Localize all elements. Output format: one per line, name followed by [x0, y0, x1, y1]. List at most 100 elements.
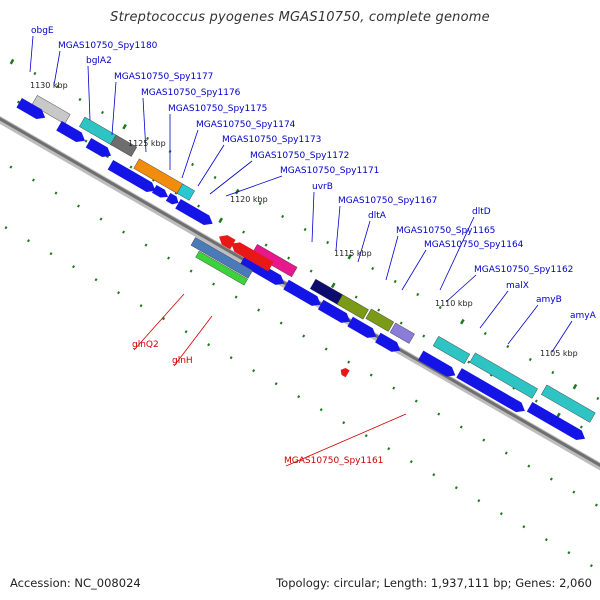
gene-arrow — [456, 368, 525, 413]
tick-mark — [437, 412, 441, 416]
tick-label: 1130 kbp — [30, 81, 68, 90]
tick-mark — [49, 252, 53, 256]
tick-mark — [242, 230, 246, 234]
tick-mark — [197, 204, 201, 208]
label-leader-line — [385, 235, 399, 281]
gene-label: malX — [506, 281, 529, 291]
label-leader-line — [401, 249, 427, 291]
gene-arrow — [85, 138, 111, 158]
gene-label: MGAS10750_Spy1164 — [424, 240, 524, 250]
map-title: Streptococcus pyogenes MGAS10750, comple… — [110, 10, 490, 25]
gene-label: MGAS10750_Spy1174 — [196, 120, 296, 130]
tick-mark — [414, 399, 418, 403]
gene-label: glnQ2 — [132, 340, 159, 350]
tick-mark — [26, 239, 30, 243]
tick-mark — [144, 243, 148, 247]
gene-label: glnH — [172, 356, 193, 366]
gene-label: MGAS10750_Spy1162 — [474, 265, 573, 275]
tick-mark — [54, 191, 58, 195]
tick-mark — [506, 344, 510, 349]
gene-arrow — [151, 184, 169, 198]
tick-mark — [347, 253, 353, 260]
tick-mark — [229, 356, 233, 360]
tick-mark — [392, 386, 396, 390]
label-leader-line — [173, 315, 213, 367]
tick-mark — [33, 71, 37, 76]
accession-text: Accession: NC_008024 — [10, 576, 141, 590]
gene-arrow — [56, 121, 85, 143]
gene-arrow — [16, 98, 46, 120]
tick-mark — [258, 201, 262, 206]
tick-mark — [527, 464, 531, 468]
tick-mark — [342, 421, 346, 425]
gene-arrow — [107, 159, 156, 192]
tick-mark — [460, 318, 465, 325]
gene-label: amyA — [570, 311, 597, 321]
gene-features — [16, 95, 596, 440]
tick-mark — [438, 305, 442, 310]
tick-mark — [99, 217, 103, 221]
tick-mark — [454, 486, 458, 490]
tick-mark — [567, 551, 571, 555]
tick-mark — [84, 139, 88, 143]
gene-arrow — [231, 242, 274, 272]
tick-mark — [9, 165, 13, 169]
tick-mark — [252, 369, 256, 373]
gene-labels: obgEMGAS10750_Spy1180bglA2MGAS10750_Spy1… — [29, 26, 597, 467]
label-leader-line — [87, 65, 91, 121]
gene-arrow — [417, 350, 456, 377]
topology-text: Topology: circular; Length: 1,937,111 bp… — [276, 576, 592, 590]
label-leader-line — [311, 191, 315, 243]
tick-mark — [257, 308, 261, 312]
gene-box — [336, 294, 369, 320]
label-leader-line — [225, 175, 283, 197]
tick-mark — [528, 357, 532, 362]
label-leader-line — [53, 50, 61, 86]
label-leader-line — [133, 293, 185, 351]
tick-mark — [371, 266, 375, 271]
tick-mark — [387, 447, 391, 451]
gene-box — [541, 384, 596, 423]
label-leader-line — [551, 320, 573, 353]
gene-box — [31, 95, 71, 125]
tick-mark — [129, 165, 133, 169]
tick-mark — [287, 256, 291, 260]
gene-arrow — [283, 279, 321, 306]
tick-mark — [212, 282, 216, 286]
gene-label: MGAS10750_Spy1172 — [250, 151, 349, 161]
tick-mark — [234, 295, 238, 299]
gene-label: bglA2 — [86, 56, 112, 66]
tick-mark — [522, 525, 526, 529]
tick-mark — [189, 269, 193, 273]
tick-mark — [551, 370, 555, 375]
tick-mark — [274, 382, 278, 386]
tick-mark — [303, 227, 307, 232]
gene-arrow — [175, 198, 213, 225]
gene-label: MGAS10750_Spy1177 — [114, 72, 213, 82]
tick-mark — [77, 204, 80, 208]
label-leader-line — [197, 144, 225, 187]
label-leader-line — [507, 304, 539, 345]
tick-mark — [483, 331, 487, 336]
tick-mark — [100, 110, 104, 115]
tick-mark — [354, 295, 358, 299]
tick-mark — [579, 425, 583, 429]
tick-mark — [281, 214, 285, 219]
gene-label: MGAS10750_Spy1176 — [141, 88, 241, 98]
tick-mark — [309, 269, 313, 273]
tick-mark — [347, 360, 351, 364]
label-leader-line — [29, 35, 34, 73]
tick-mark — [482, 438, 486, 442]
tick-mark — [459, 425, 463, 429]
gene-arrow — [165, 192, 179, 205]
tick-mark — [55, 84, 59, 89]
tick-mark — [369, 373, 373, 377]
tick-mark — [319, 408, 323, 412]
label-leader-line — [111, 81, 117, 136]
tick-label: 1120 kbp — [230, 195, 268, 204]
label-leader-line — [357, 220, 371, 263]
tick-mark — [596, 396, 600, 401]
tick-mark — [167, 256, 171, 260]
label-leader-line — [439, 216, 475, 291]
